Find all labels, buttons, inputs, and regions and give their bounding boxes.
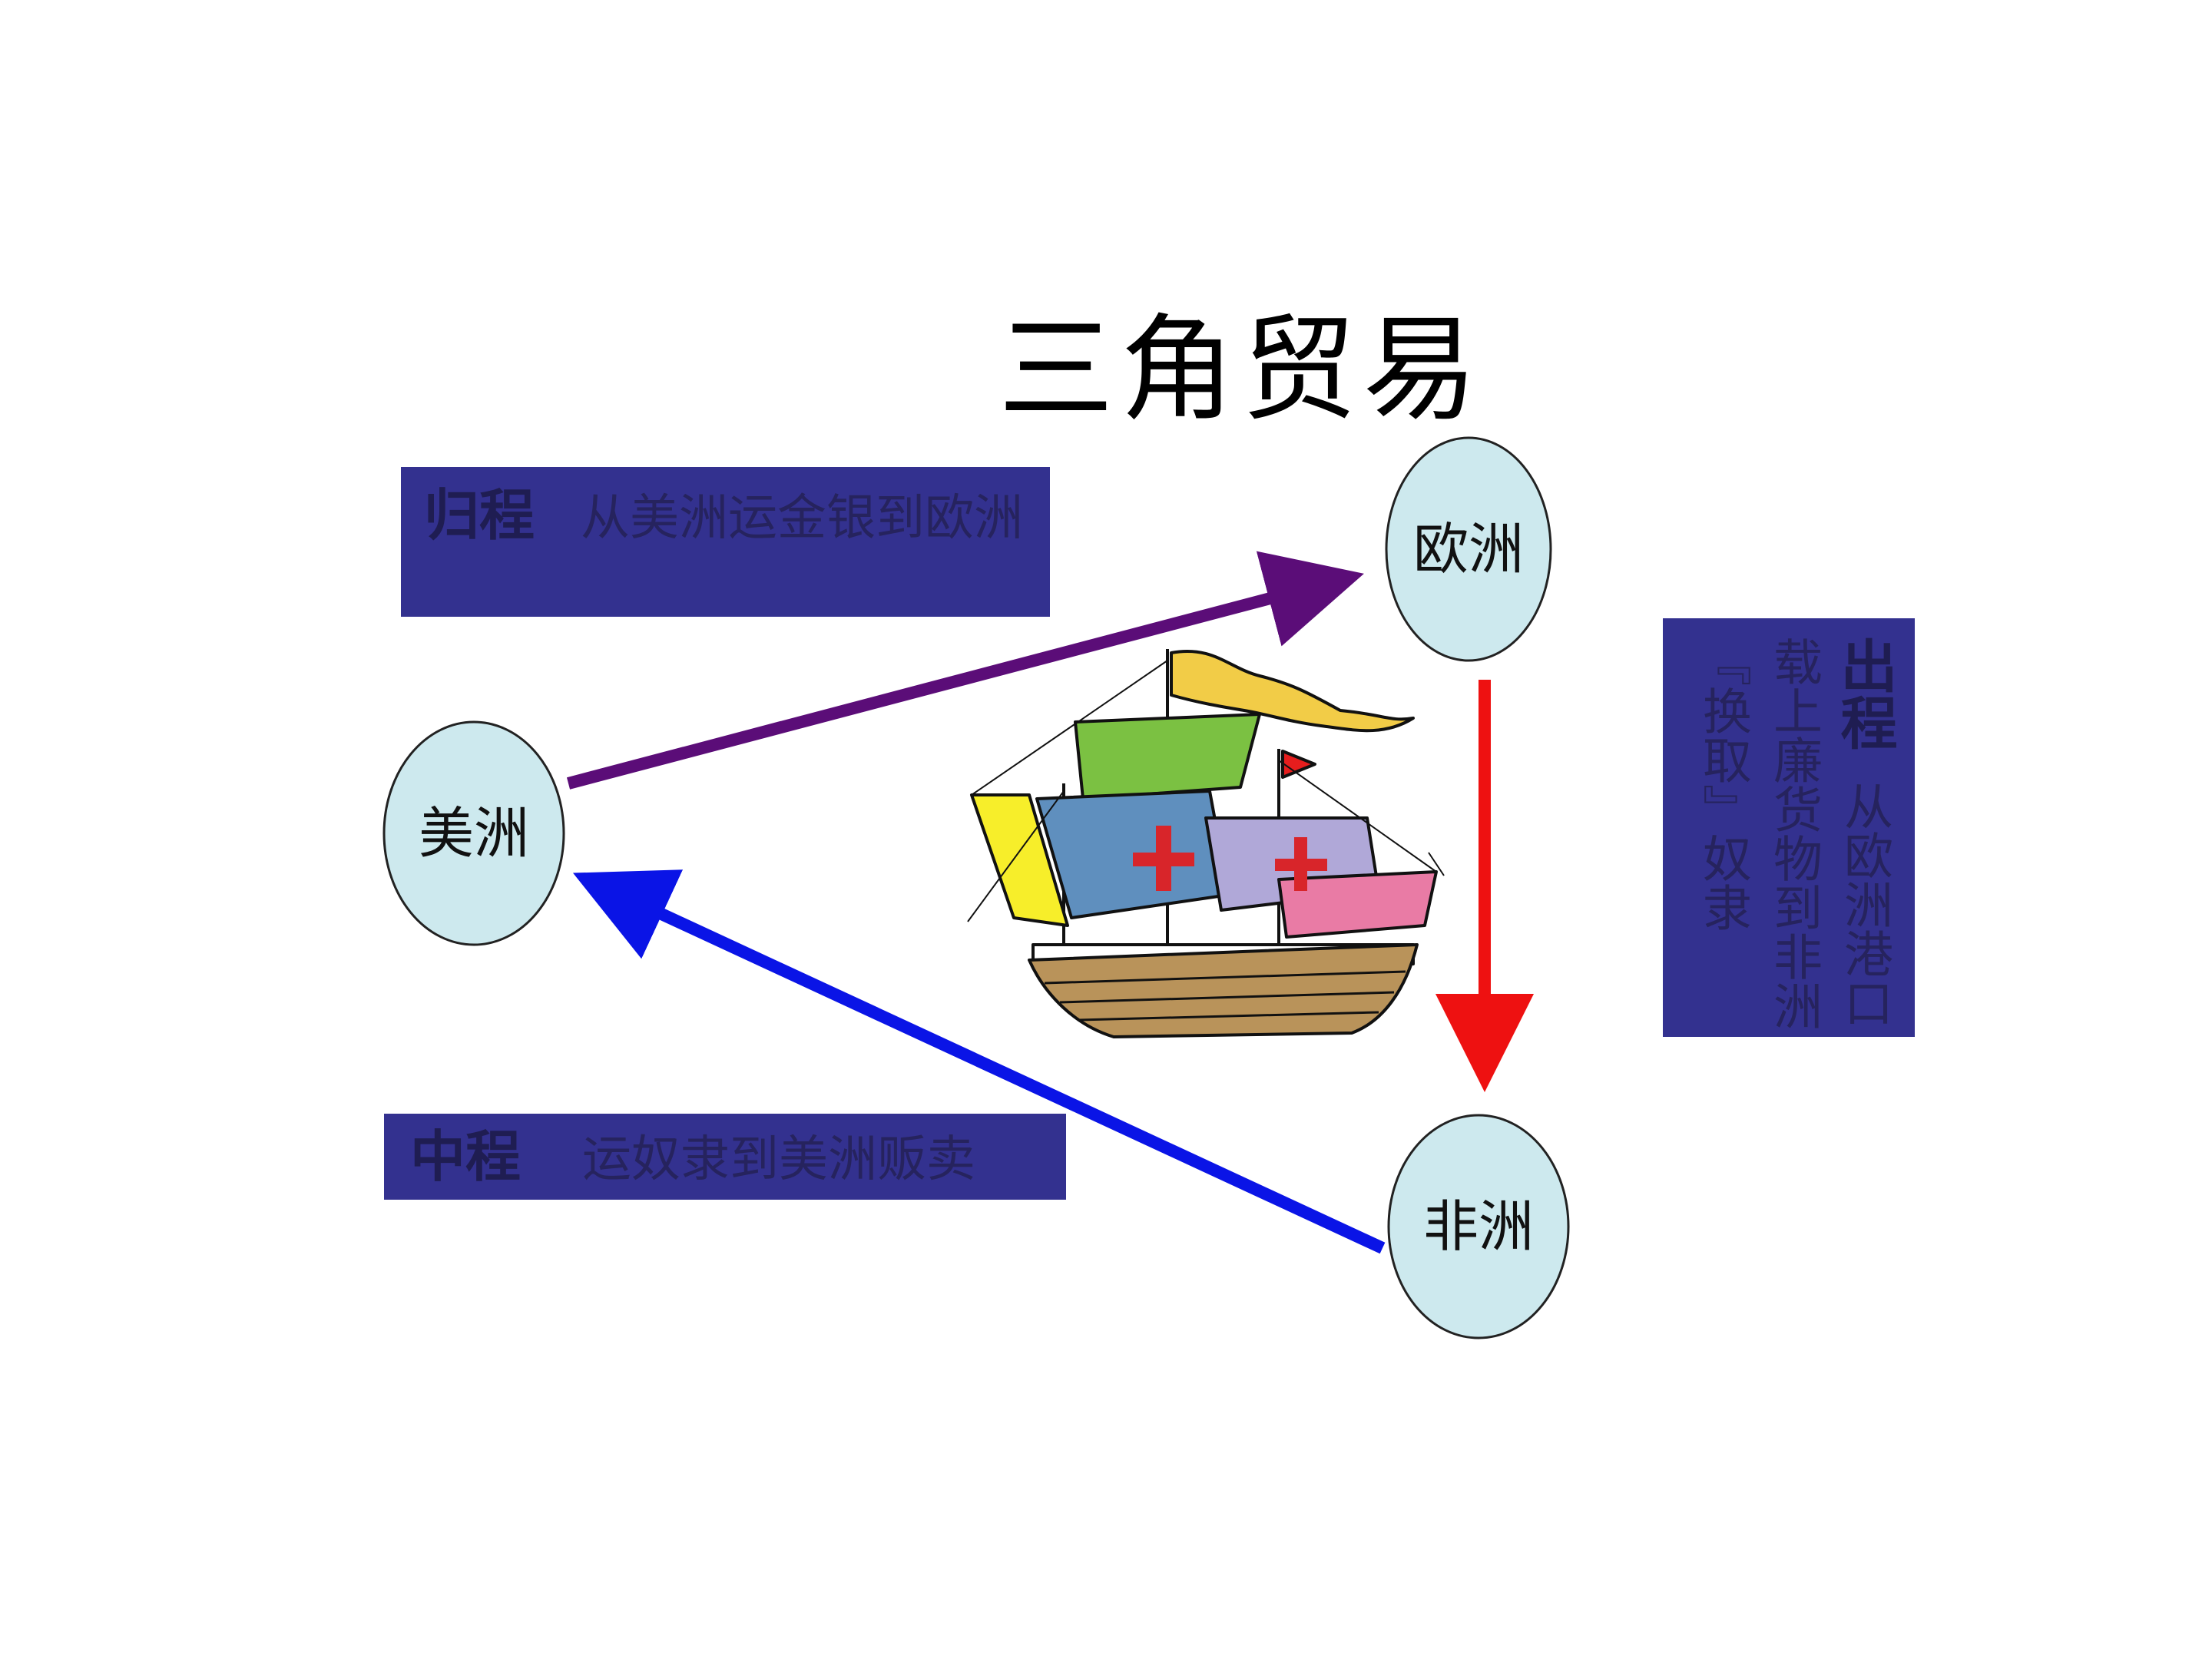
page-title: 三角贸易 <box>998 303 1485 437</box>
middle-leg-text: 运奴隶到美洲贩卖 <box>582 1131 976 1188</box>
node-america-label: 美洲 <box>419 801 529 866</box>
return-leg-arrow <box>566 551 1364 790</box>
node-africa: 非洲 <box>1387 1114 1570 1339</box>
middle-leg-box: 中程 运奴隶到美洲贩卖 <box>384 1114 1066 1200</box>
outbound-leg-text: 从欧洲港口载上廉货物到非洲『换取』奴隶 <box>1694 637 1892 1030</box>
middle-leg-arrow <box>572 869 1386 1254</box>
node-europe: 欧洲 <box>1385 436 1552 662</box>
return-leg-box: 归程从美洲运金银到欧洲 <box>401 467 1050 617</box>
node-africa-label: 非洲 <box>1423 1194 1534 1259</box>
sailing-ship-icon <box>967 649 1445 1038</box>
middle-leg-heading: 中程 <box>410 1124 522 1189</box>
outbound-leg-box: 出程从欧洲港口载上廉货物到非洲『换取』奴隶 <box>1663 618 1915 1037</box>
node-america: 美洲 <box>382 720 565 946</box>
node-europe-label: 欧洲 <box>1413 517 1524 581</box>
outbound-leg-heading: 出程 <box>1831 637 1897 750</box>
return-leg-heading: 归程 <box>424 483 535 548</box>
return-leg-text: 从美洲运金银到欧洲 <box>581 490 1024 547</box>
